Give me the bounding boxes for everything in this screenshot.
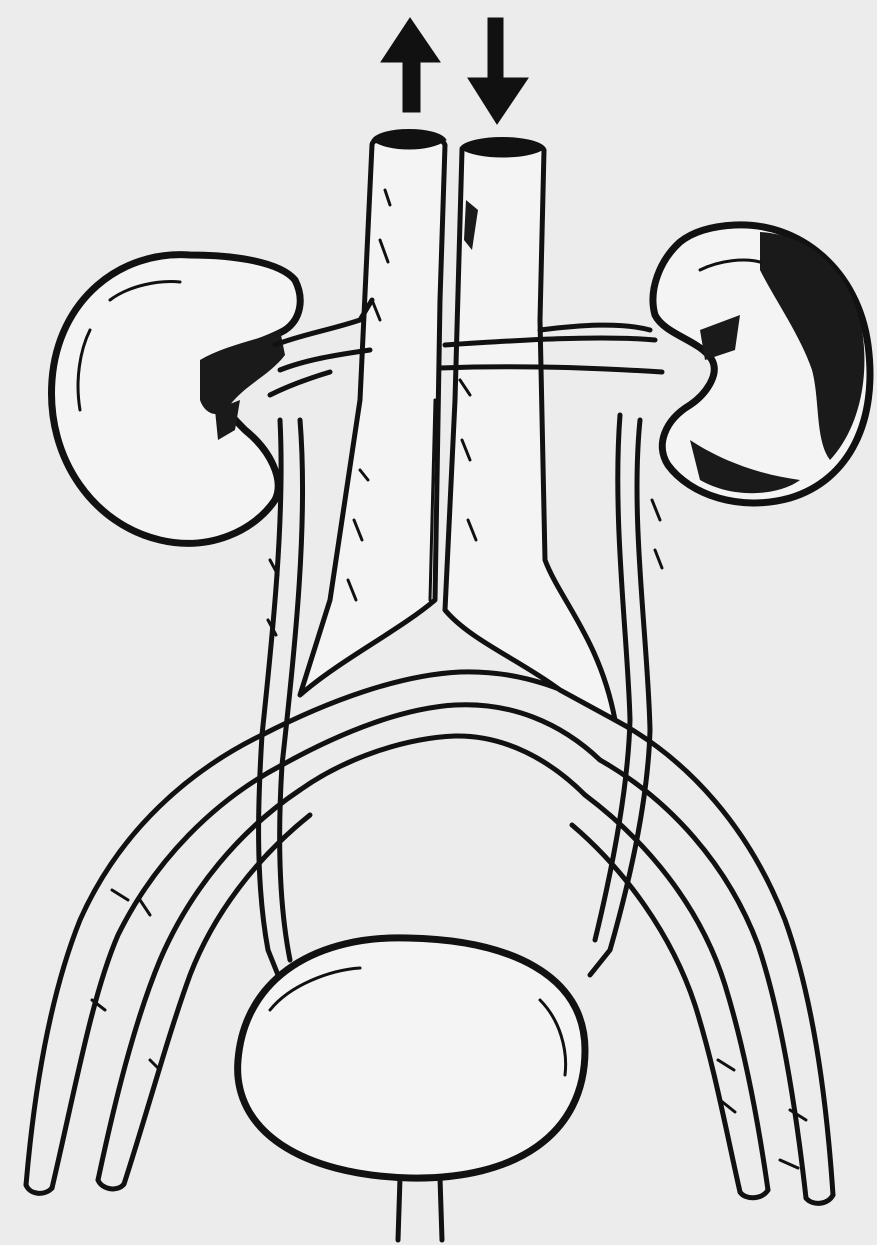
urinary-bladder bbox=[238, 938, 585, 1178]
